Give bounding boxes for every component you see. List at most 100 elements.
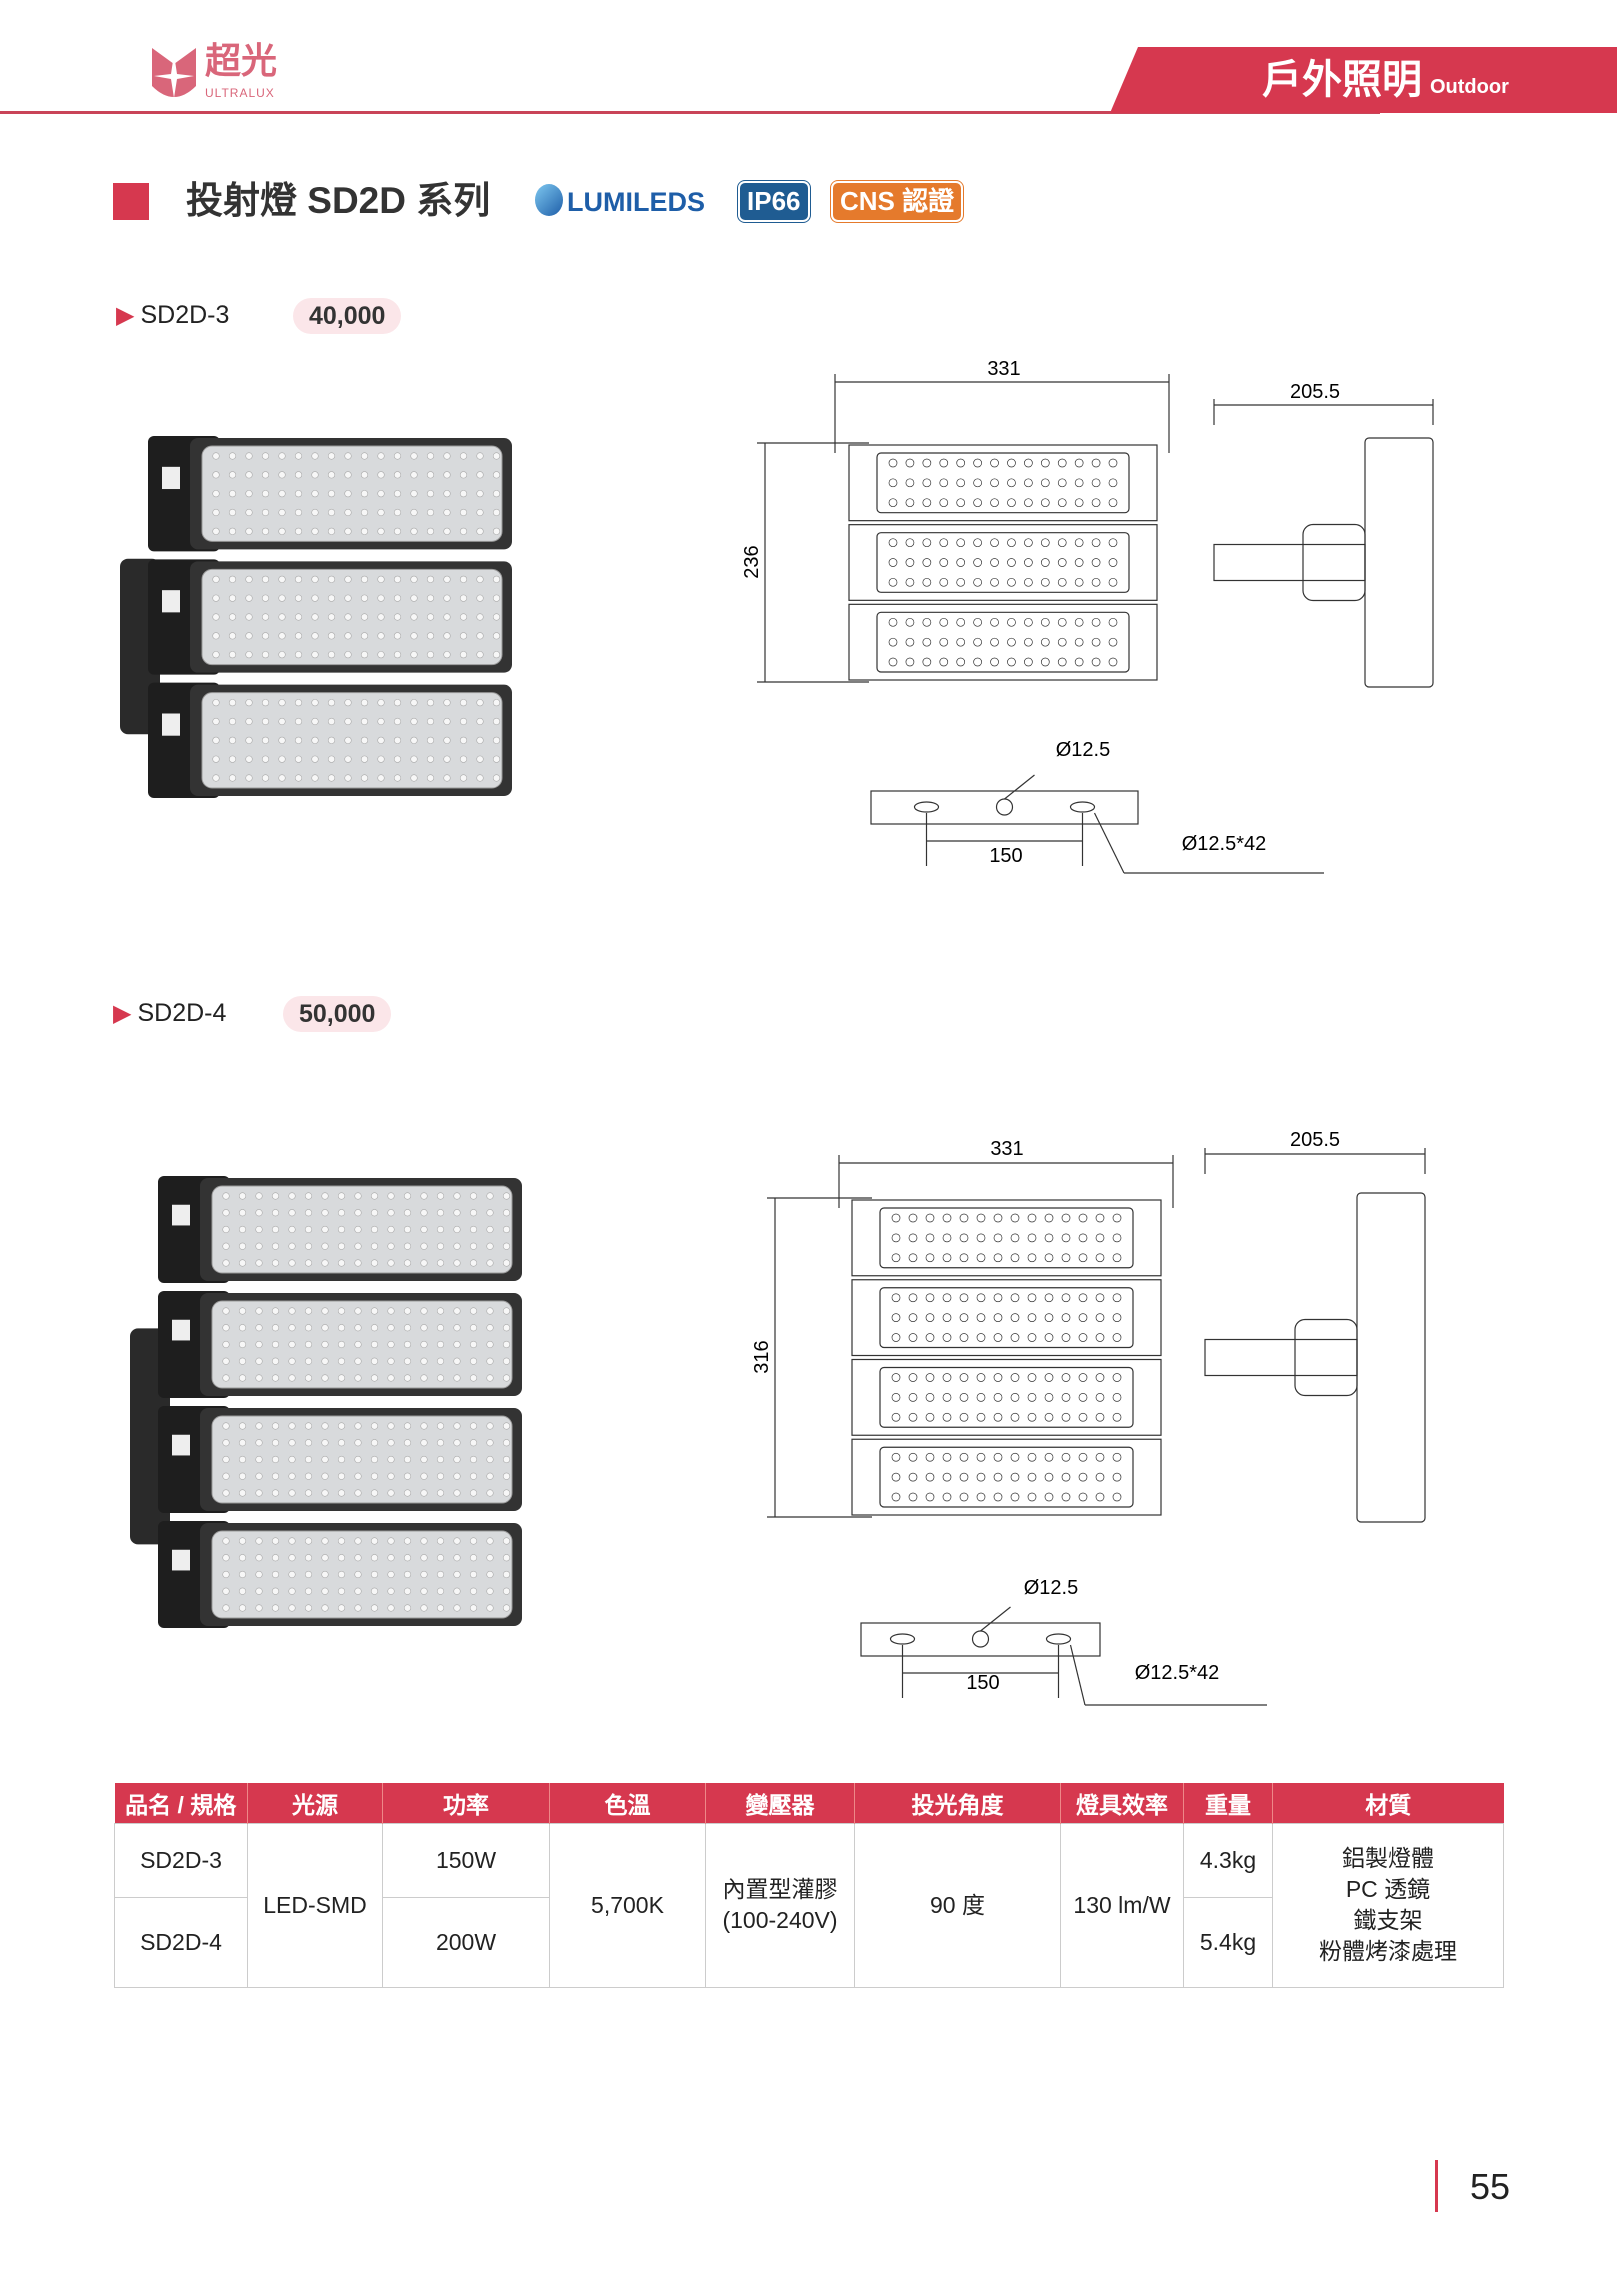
led-chip [255, 1455, 263, 1464]
led-outline [1091, 637, 1101, 647]
led-chip [459, 508, 468, 517]
led-chip [410, 736, 418, 744]
led-outline [1112, 1452, 1122, 1462]
led-chip [387, 1455, 395, 1464]
led-chip [370, 1340, 379, 1349]
led-chip [222, 1554, 230, 1562]
led-chip [212, 717, 220, 726]
led-outline [993, 1313, 1003, 1322]
led-chip [453, 1340, 461, 1349]
led-outline [888, 577, 898, 587]
led-outline [1010, 1233, 1020, 1243]
led-outline [888, 558, 898, 567]
led-chip [344, 774, 352, 782]
led-chip [261, 490, 270, 498]
led-outline [1027, 1233, 1037, 1243]
led-chip [222, 1307, 230, 1315]
led-chip [459, 527, 468, 535]
led-outline [1108, 657, 1118, 667]
led-chip [271, 1570, 280, 1579]
col-header: 光源 [247, 1783, 383, 1823]
led-outline [922, 558, 932, 567]
led-chip [321, 1554, 329, 1562]
led-chip [393, 594, 402, 602]
led-chip [222, 1587, 230, 1595]
led-outline [1095, 1452, 1105, 1462]
led-outline [1027, 1313, 1037, 1322]
led-outline [1091, 558, 1101, 567]
led-chip [238, 1340, 247, 1349]
led-chip [410, 632, 418, 640]
led-chip [212, 613, 220, 621]
led-outline [925, 1313, 935, 1322]
led-outline [956, 538, 966, 548]
led-chip [288, 1225, 296, 1234]
col-header: 材質 [1272, 1783, 1504, 1823]
led-chip [238, 1489, 247, 1497]
led-chip [344, 508, 352, 517]
led-chip [222, 1357, 230, 1365]
led-chip [245, 632, 253, 640]
dim-spacing: 150 [966, 1672, 999, 1694]
led-outline [905, 478, 915, 488]
led-outline [976, 1452, 986, 1462]
led-chip [212, 699, 220, 707]
led-chip [486, 1489, 494, 1497]
led-chip [321, 1587, 329, 1595]
led-chip [377, 452, 385, 460]
led-chip [238, 1209, 247, 1217]
led-chip [443, 755, 451, 763]
led-chip [502, 1489, 511, 1497]
led-chip [337, 1324, 346, 1332]
led-outline [1061, 1233, 1071, 1243]
led-chip [245, 755, 253, 763]
led-outline [976, 1472, 986, 1482]
led-chip [436, 1259, 445, 1267]
led-chip [238, 1439, 247, 1447]
led-outline [1091, 478, 1101, 488]
led-chip [486, 1554, 494, 1562]
led-chip [403, 1489, 412, 1497]
led-chip [354, 1554, 362, 1562]
led-chip [261, 651, 270, 659]
led-outline [1112, 1313, 1122, 1322]
dim-width: 331 [987, 358, 1020, 380]
led-chip [420, 1357, 428, 1365]
led-outline [973, 558, 982, 567]
led-chip [436, 1472, 445, 1480]
led-chip [354, 1489, 362, 1497]
led-chip [387, 1357, 395, 1365]
led-outline [891, 1472, 901, 1482]
led-chip [288, 1587, 296, 1595]
product-photo-sd2d-3 [120, 436, 512, 798]
led-chip [294, 527, 303, 535]
led-chip [228, 613, 237, 621]
led-chip [228, 699, 237, 707]
led-outline [990, 617, 999, 627]
led-outline [925, 1253, 935, 1263]
cell-weight: 4.3kg [1183, 1822, 1273, 1898]
led-chip [321, 1374, 329, 1382]
led-outline [1095, 1313, 1105, 1322]
dimension-line [980, 1606, 1011, 1632]
led-chip [228, 452, 237, 460]
led-outline [1044, 1333, 1054, 1342]
led-chip [222, 1439, 230, 1447]
led-chip [354, 1570, 362, 1579]
led-chip [360, 575, 369, 583]
led-outline [922, 498, 932, 508]
led-chip [403, 1209, 412, 1217]
module-outline [851, 1279, 1162, 1357]
led-chip [288, 1242, 296, 1250]
led-chip [311, 699, 319, 707]
led-chip [436, 1225, 445, 1234]
led-chip [387, 1489, 395, 1497]
led-chip [377, 613, 385, 621]
led-outline [1027, 1472, 1037, 1482]
led-chip [288, 1259, 296, 1267]
led-chip [337, 1357, 346, 1365]
dim-spacing: 150 [989, 845, 1022, 867]
led-chip [436, 1357, 445, 1365]
led-outline [973, 637, 982, 647]
led-chip [360, 452, 369, 460]
